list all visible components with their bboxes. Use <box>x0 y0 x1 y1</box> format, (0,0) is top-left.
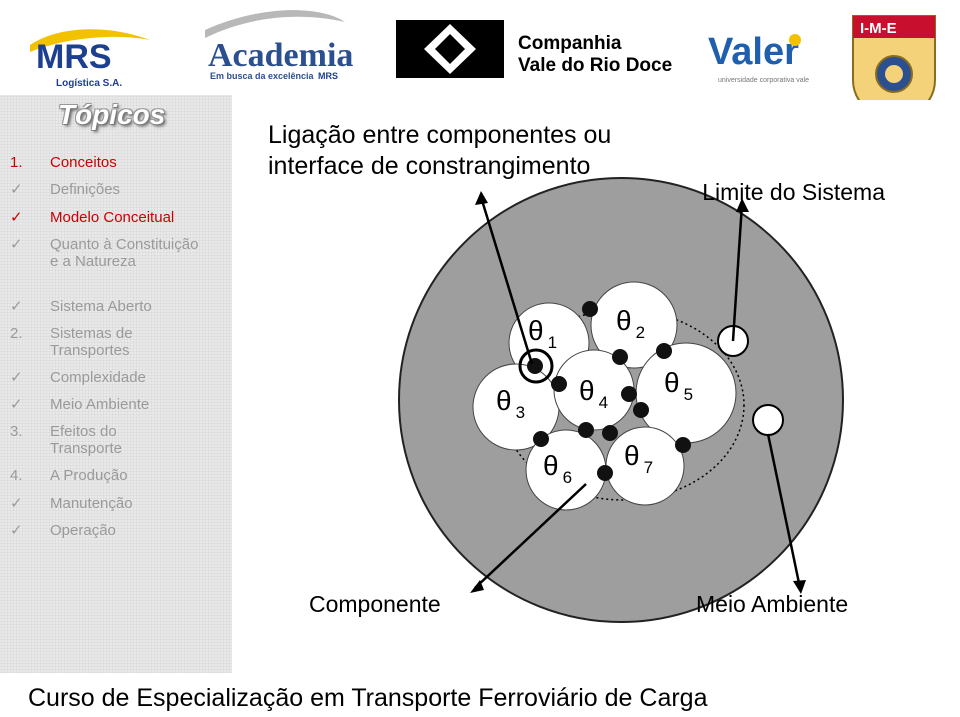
check-icon: ✓ <box>10 298 23 315</box>
topic-marker: 3. <box>10 423 23 440</box>
topic-label: Modelo Conceitual <box>50 209 175 226</box>
check-icon: ✓ <box>10 369 23 386</box>
topic-marker: 4. <box>10 467 23 484</box>
mrs-logo-text: MRS <box>36 38 112 76</box>
academia-logo-text: Academia <box>208 37 353 74</box>
topic-label: Meio Ambiente <box>50 396 150 413</box>
topic-label: Operação <box>50 522 116 539</box>
arrowhead <box>736 198 749 212</box>
environment-pointer-line <box>766 433 802 589</box>
interface-dot <box>602 425 618 441</box>
topic-label: Quanto à Constituição e a Natureza <box>50 236 199 270</box>
interface-dot <box>582 301 598 317</box>
component-pointer-line <box>474 483 587 589</box>
topic-label: Complexidade <box>50 369 146 386</box>
academia-logo: Academia Em busca da excelência MRS <box>205 10 353 81</box>
ime-shield-text: I-M-E <box>860 20 897 37</box>
academia-logo-subtitle: Em busca da excelência <box>210 71 315 81</box>
ime-shield-logo: I-M-E <box>852 15 936 100</box>
interface-pointer-line <box>479 196 534 365</box>
interface-dot <box>621 386 637 402</box>
interface-dot <box>597 465 613 481</box>
topic-label: Efeitos do Transporte <box>50 423 122 457</box>
component-theta-2 <box>590 281 678 369</box>
topic-item-efeitos-do-transporte[interactable]: 3. Efeitos do Transporte <box>10 423 170 457</box>
arrowhead <box>475 191 488 205</box>
heading-line-2: interface de constrangimento <box>268 152 591 180</box>
topic-item-sistema-aberto[interactable]: ✓ Sistema Aberto <box>10 298 220 315</box>
check-icon: ✓ <box>10 522 23 539</box>
topic-item-definicoes[interactable]: ✓ Definições <box>10 181 220 198</box>
topic-item-conceitos[interactable]: 1. Conceitos <box>10 154 220 171</box>
topic-label: A Produção <box>50 467 128 484</box>
topic-marker: 2. <box>10 325 23 342</box>
limit-label: Limite do Sistema <box>702 179 885 205</box>
interface-dot <box>527 358 543 374</box>
interface-dot <box>656 343 672 359</box>
logo-bar: MRS Logística S.A. Academia Em busca da … <box>30 10 936 100</box>
valer-logo: Valer universidade corporativa vale <box>708 31 809 84</box>
environment-label: Meio Ambiente <box>696 591 848 617</box>
interface-dot <box>612 349 628 365</box>
academia-logo-badge: MRS <box>318 71 338 81</box>
component-label: Componente <box>309 591 441 617</box>
check-icon: ✓ <box>10 181 23 198</box>
cvrd-logo-line2: Vale do Rio Doce <box>518 55 672 76</box>
topic-marker: 1. <box>10 154 23 171</box>
course-footer: Curso de Especialização em Transporte Fe… <box>28 684 708 712</box>
mrs-logo-subtitle: Logística S.A. <box>56 78 122 89</box>
topics-sidebar: Tópicos 1. Conceitos ✓ Definições ✓ Mode… <box>0 95 232 673</box>
valer-logo-text: Valer <box>708 31 799 73</box>
highlighted-interface-ring <box>518 348 554 384</box>
heading-line-1: Ligação entre componentes ou <box>268 121 612 149</box>
cvrd-logo-line1: Companhia <box>518 33 622 54</box>
topic-item-quanto-a-constituicao[interactable]: ✓ Quanto à Constituição e a Natureza <box>10 236 200 270</box>
mrs-logo: MRS Logística S.A. <box>30 29 150 89</box>
check-icon: ✓ <box>10 396 23 413</box>
valer-logo-subtitle: universidade corporativa vale <box>718 77 809 84</box>
check-icon: ✓ <box>10 209 23 226</box>
interface-dot <box>578 422 594 438</box>
topic-item-modelo-conceitual[interactable]: ✓ Modelo Conceitual <box>10 209 220 226</box>
topic-item-meio-ambiente[interactable]: ✓ Meio Ambiente <box>10 396 220 413</box>
topic-label: Definições <box>50 181 121 198</box>
interface-dot <box>633 402 649 418</box>
arrowhead <box>793 580 806 594</box>
slide-heading: Ligação entre componentes ou interface d… <box>268 120 611 182</box>
limit-pointer-line <box>731 203 744 342</box>
topic-item-sistemas-de-transportes[interactable]: 2. Sistemas de Transportes <box>10 325 180 359</box>
interface-dot <box>675 437 691 453</box>
topic-item-complexidade[interactable]: ✓ Complexidade <box>10 369 220 386</box>
check-icon: ✓ <box>10 236 23 253</box>
arrowhead <box>470 580 484 593</box>
environment-element-outside <box>752 404 784 436</box>
topic-label: Conceitos <box>50 154 117 171</box>
topic-label: Sistemas de Transportes <box>50 325 133 359</box>
interface-dot <box>533 431 549 447</box>
cvrd-logo: Companhia Vale do Rio Doce <box>396 20 672 78</box>
topic-label: Sistema Aberto <box>50 298 152 315</box>
topic-item-a-producao[interactable]: 4. A Produção <box>10 467 220 484</box>
check-icon: ✓ <box>10 495 23 512</box>
topic-item-operacao[interactable]: ✓ Operação <box>10 522 220 539</box>
topic-item-manutencao[interactable]: ✓ Manutenção <box>10 495 220 512</box>
topic-label: Manutenção <box>50 495 133 512</box>
interface-dot <box>551 376 567 392</box>
sidebar-title: Tópicos <box>58 99 166 130</box>
